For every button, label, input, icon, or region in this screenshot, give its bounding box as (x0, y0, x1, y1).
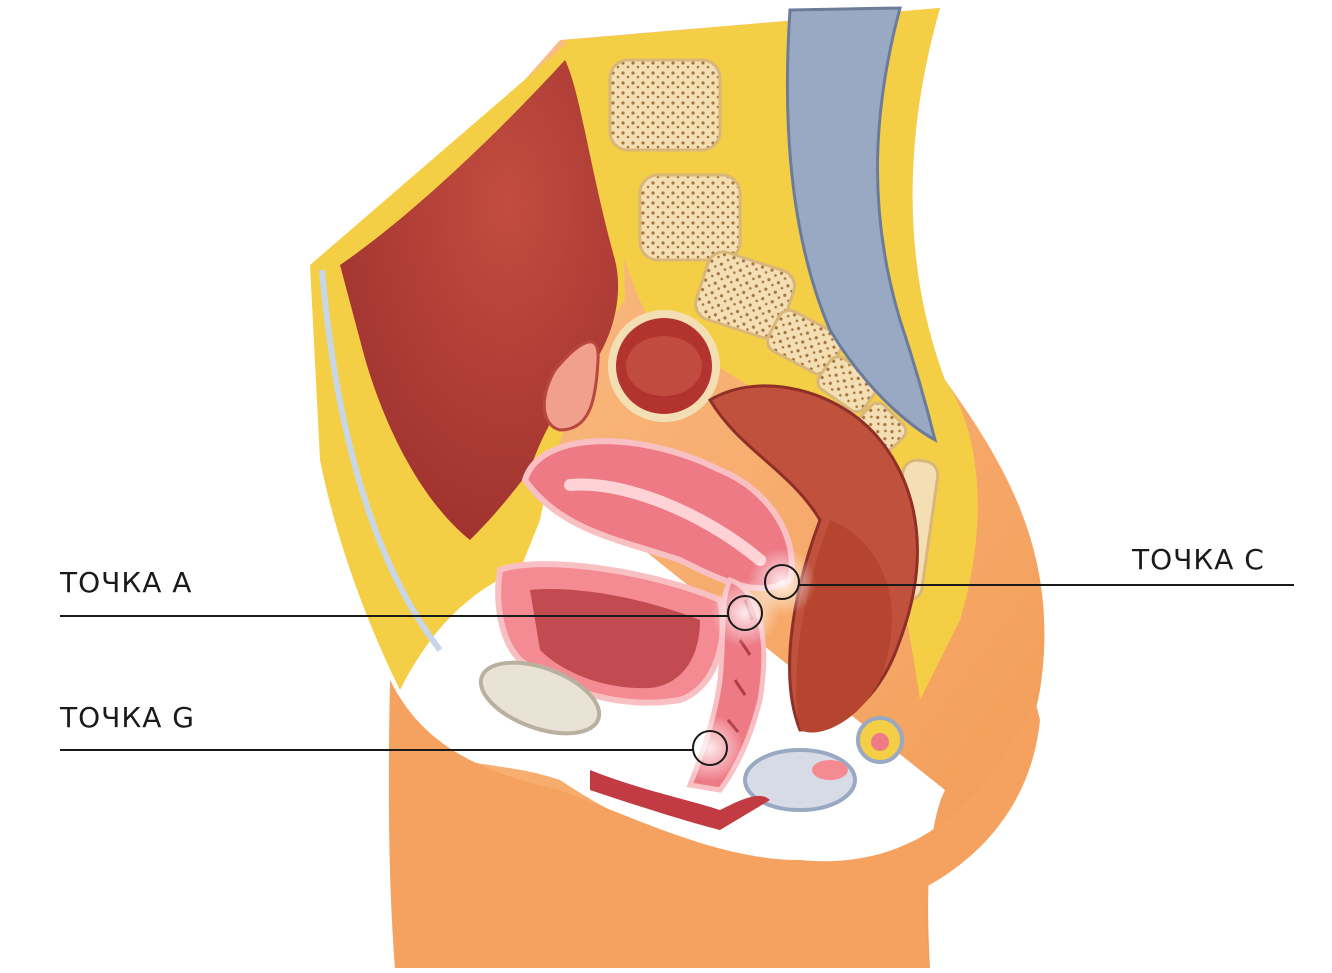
point-c-marker (764, 564, 800, 600)
spinal-cord (785, 6, 938, 444)
point-g-glow (676, 714, 744, 782)
point-c-label: ТОЧКА С (1132, 543, 1265, 576)
rectum-lower (796, 520, 892, 733)
uterine-cavity (564, 478, 766, 566)
muscle-ring-core (871, 733, 889, 751)
point-a-glow (711, 579, 779, 647)
bladder-inner (530, 589, 700, 689)
vertebra-1 (608, 58, 722, 152)
point-g-marker (692, 730, 728, 766)
vertebra-3 (694, 250, 796, 340)
vertebra-2 (638, 173, 742, 262)
perineum-tissue (590, 770, 770, 830)
point-a-marker (727, 595, 763, 631)
anus (812, 760, 848, 780)
ovary (542, 340, 600, 432)
colon-lumen (626, 336, 702, 396)
lower-body (388, 680, 1040, 968)
abdominal-wall-line (319, 269, 443, 652)
point-a-label: ТОЧКА А (60, 566, 193, 599)
point-g-label: ТОЧКА G (60, 701, 195, 734)
pubic-bone (478, 660, 602, 736)
